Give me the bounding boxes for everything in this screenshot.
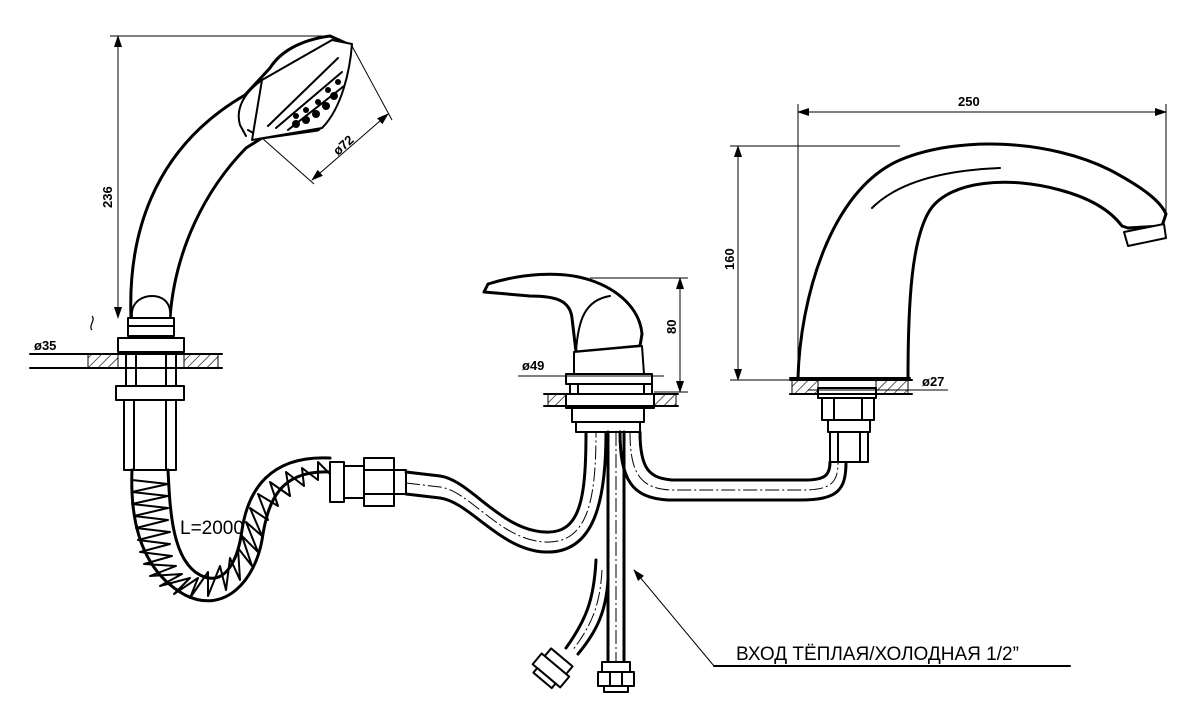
pipe-to-mixer bbox=[404, 430, 608, 554]
bath-spout bbox=[789, 142, 1168, 463]
pipe-to-spout bbox=[618, 430, 848, 502]
label-27: ø27 bbox=[922, 374, 944, 389]
inlet-hoses bbox=[531, 430, 635, 693]
label-236: 236 bbox=[100, 186, 115, 208]
label-250: 250 bbox=[958, 94, 980, 109]
counter-section-center bbox=[543, 393, 679, 407]
dimension-27: ø27 bbox=[808, 374, 948, 391]
hand-shower bbox=[90, 34, 353, 471]
shower-hose bbox=[130, 456, 407, 603]
counter-section-left bbox=[29, 353, 223, 369]
dimension-80: 80 bbox=[590, 277, 688, 393]
label-hose-length: L=2000 bbox=[180, 518, 244, 539]
spout-body bbox=[796, 142, 1168, 380]
mixer-lever bbox=[482, 272, 644, 354]
label-35: ø35 bbox=[34, 338, 56, 353]
label-72: ø72 bbox=[330, 132, 357, 158]
dimension-236: 236 bbox=[100, 35, 330, 319]
mixer-tap bbox=[482, 272, 655, 433]
dimension-49: ø49 bbox=[518, 358, 664, 377]
label-80: 80 bbox=[664, 320, 679, 334]
hand-shower-head bbox=[251, 39, 353, 141]
label-inlet: ВХОД ТЁПЛАЯ/ХОЛОДНАЯ 1/2” bbox=[736, 644, 1019, 665]
label-160: 160 bbox=[722, 248, 737, 270]
inlet-note: ВХОД ТЁПЛАЯ/ХОЛОДНАЯ 1/2” bbox=[633, 569, 1071, 667]
dimension-160: 160 bbox=[722, 145, 900, 381]
label-49: ø49 bbox=[522, 358, 544, 373]
dimension-250: 250 bbox=[797, 94, 1167, 370]
hose-coils bbox=[131, 461, 331, 599]
